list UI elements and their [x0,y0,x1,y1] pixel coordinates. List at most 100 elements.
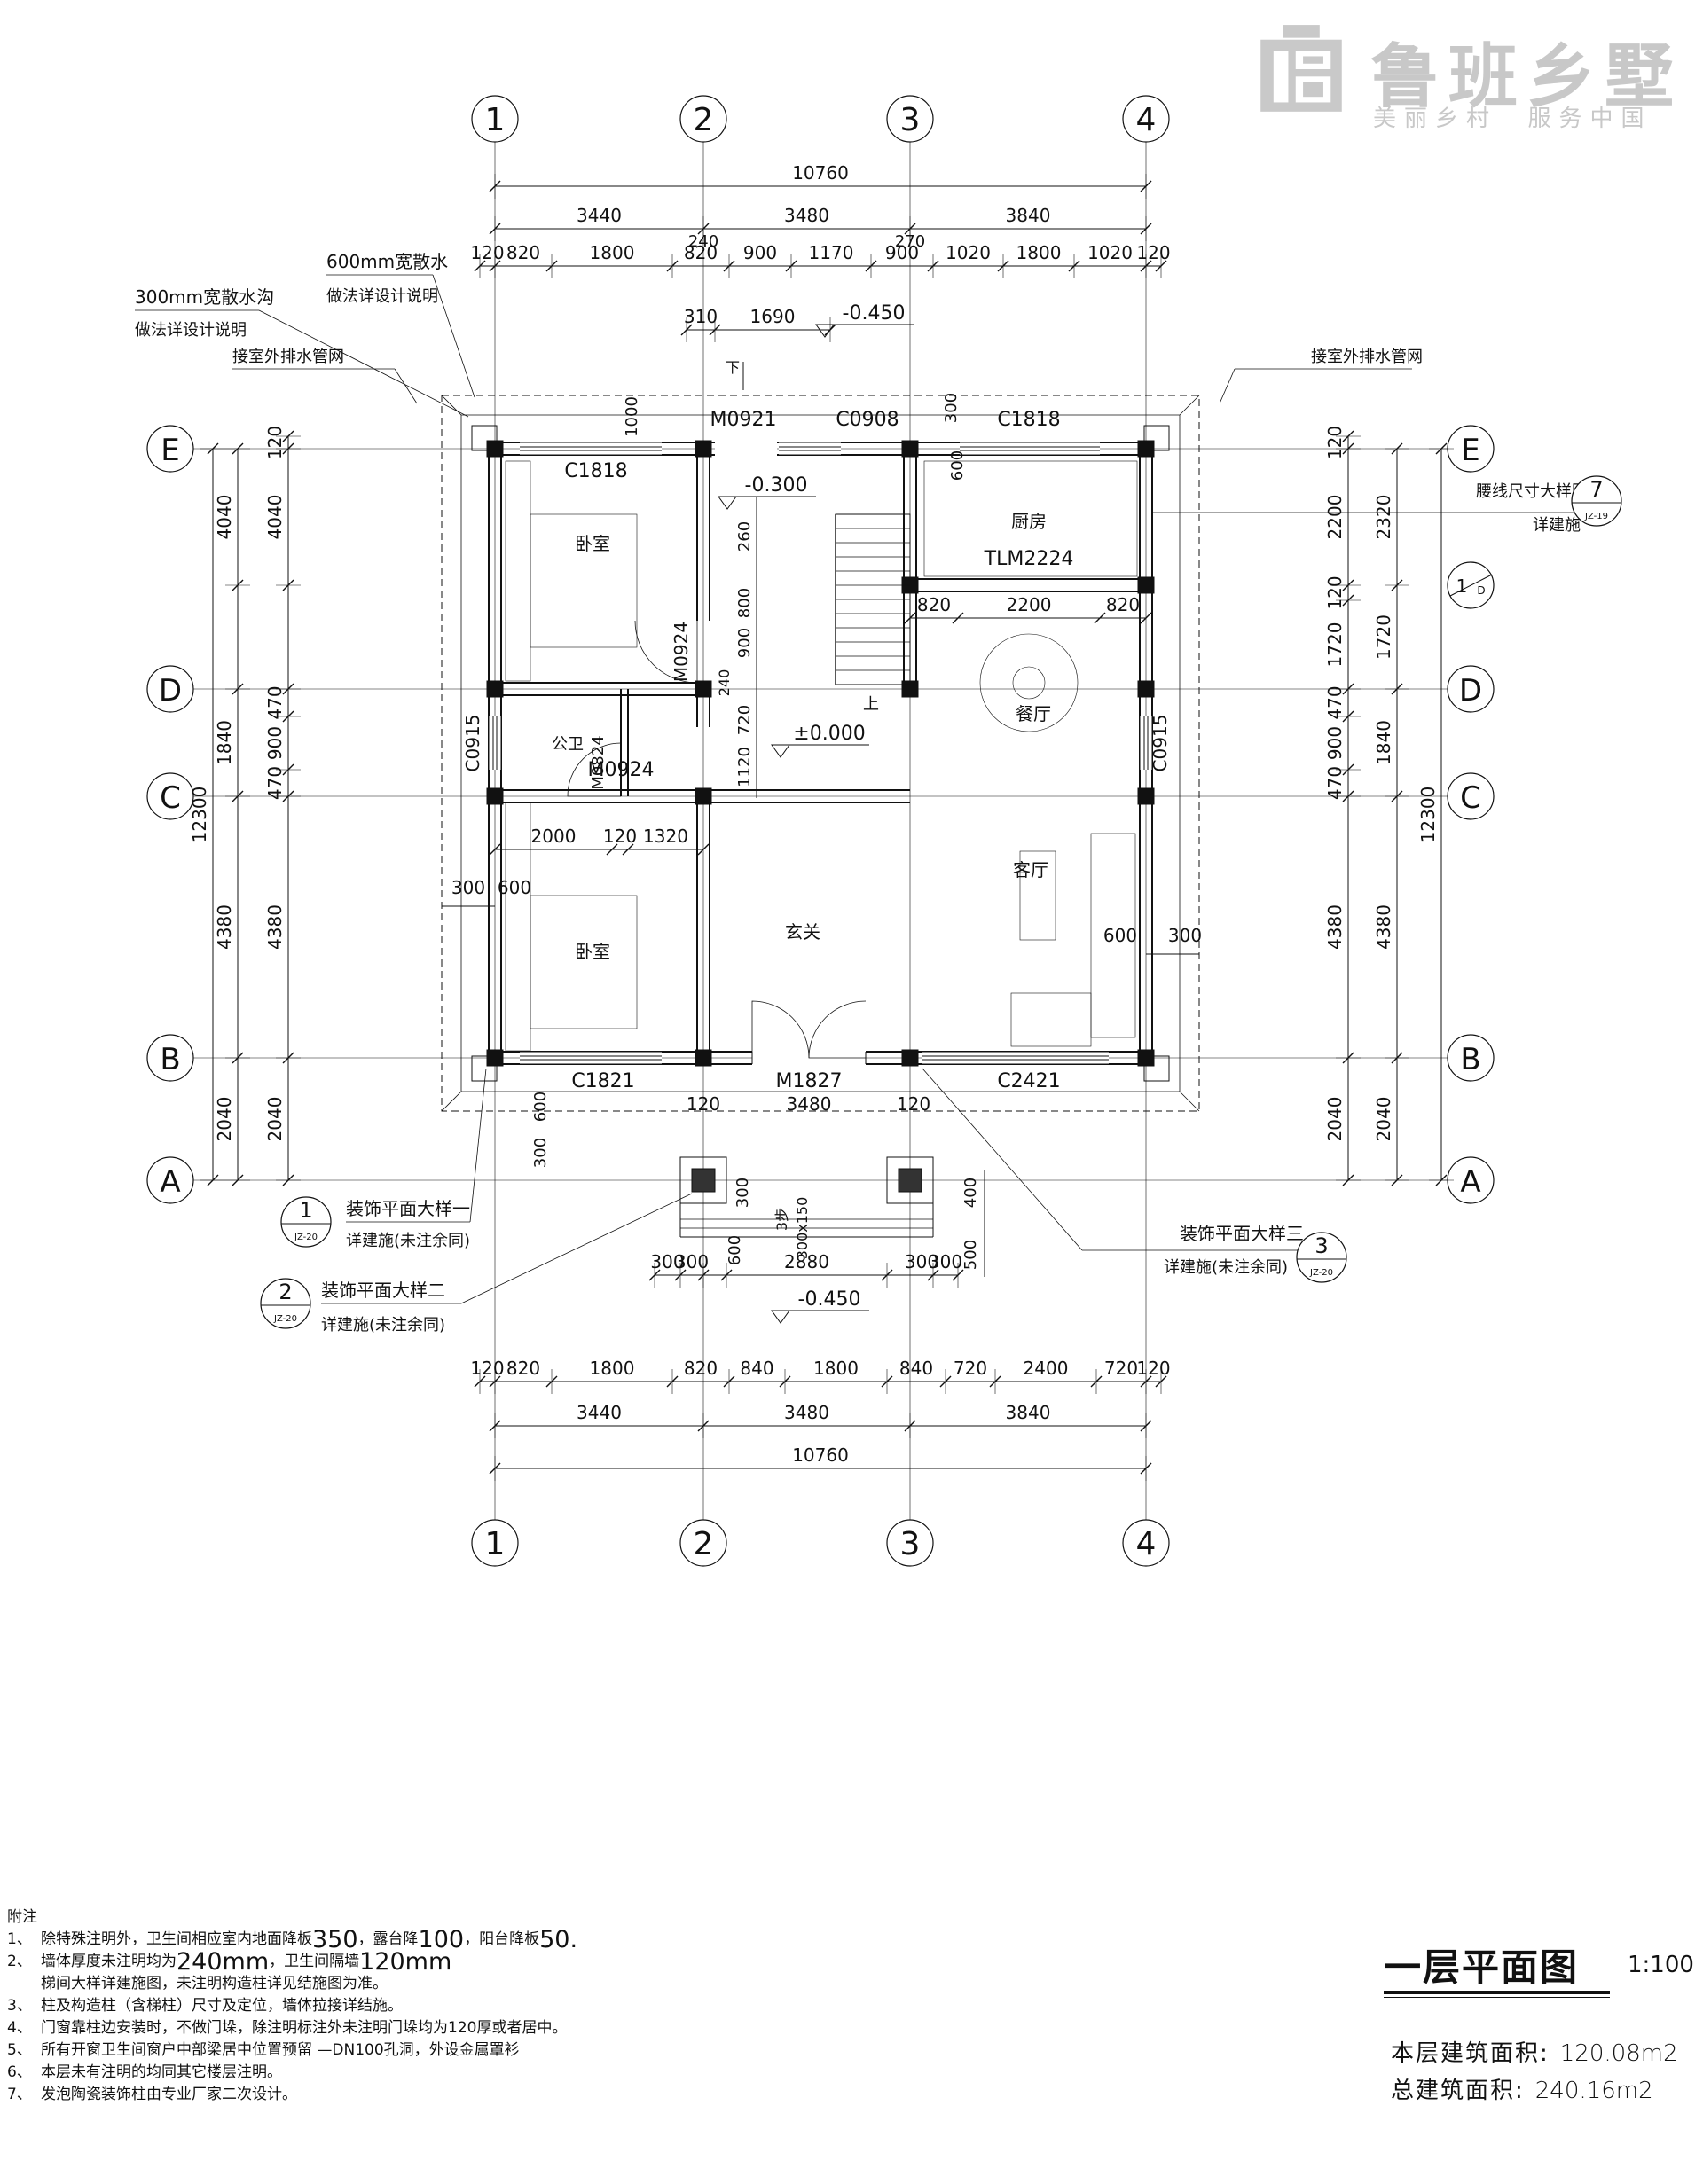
dim-porch-v: 500 [961,1240,980,1270]
axis-label: 1 [485,1526,506,1562]
note-6: 6、本层未有注明的均同其它楼层注明。 [7,2063,282,2081]
dim-left-total-text: 12300 [189,787,210,843]
level-bottom-symbol [771,1310,790,1324]
dim-detail-top-text: 1170 [809,242,854,263]
note-detail2: 装饰平面大样二 [321,1280,445,1301]
window-c1818b [960,442,1100,455]
tv-cabinet [1010,992,1092,1047]
decor-column [1143,1055,1170,1082]
company-logo: 鲁班乡墅 美丽乡村 服务中国 [1251,16,1694,132]
dim-left-outer-text: 4040 [214,495,235,540]
apron-outline [441,395,1200,1112]
dim-right-600: 600 [1103,925,1137,946]
leader [469,1068,487,1223]
structural-column [486,1049,504,1067]
axis-bubble [1447,665,1495,713]
dim-detail-top-text: 900 [743,242,777,263]
dim-stair-text: 1690 [750,306,796,327]
label-c0915b: C0915 [1150,715,1171,772]
dim-right-inner-text: 900 [1324,726,1346,760]
dim-120: 120 [687,1093,720,1115]
note-ditch: 300mm宽散水沟 [135,286,274,308]
logo-name: 鲁班乡墅 [1370,37,1683,117]
structural-column [1137,1049,1155,1067]
dim-detail-bottom-text: 840 [899,1358,933,1379]
callout-2-num: 2 [279,1280,292,1304]
axis-bubble [1122,95,1170,143]
axis-bubble [471,1519,519,1567]
dim-kitchen-sub-text: 2200 [1007,594,1052,615]
drawing-title: 一层平面图 [1384,1945,1580,1989]
axis-label: 4 [1136,1526,1157,1562]
dim-detail-bottom-text: 1800 [590,1358,635,1379]
axis-label: 3 [900,102,921,138]
dim-120: 120 [897,1093,930,1115]
label-c1818b: C1818 [997,409,1060,431]
dim-porch-text: 300 [929,1251,962,1272]
dim-porch-v: 400 [961,1178,980,1208]
axis-label: 1 [485,102,506,138]
porch-column [691,1168,716,1193]
axis-label: B [160,1042,180,1077]
dim-right-outer-text: 2040 [1373,1097,1394,1142]
label-c0908: C0908 [836,409,899,431]
dim-bottom-300: 300 [531,1138,550,1168]
dim-tick [904,612,916,624]
dim-detail-top-text: 120 [1136,242,1170,263]
dim-bays-bottom-text: 3440 [577,1402,622,1423]
dim-left-outer-text: 4380 [214,904,235,950]
axis-label: 3 [900,1526,921,1562]
window-c2421 [922,1052,1109,1064]
dim-right-inner-text: 470 [1324,685,1346,719]
decor-column [471,1055,498,1082]
note-detail3: 装饰平面大样三 [1180,1223,1304,1244]
axis-bubble [146,1156,194,1204]
dim-detail-top-text: 1800 [1016,242,1062,263]
dining-table [979,633,1079,732]
note-waist: 腰线尺寸大样图 [1476,482,1588,501]
level-bottom-text: -0.450 [798,1288,861,1311]
level-stair-symbol [718,496,737,510]
structural-column [901,1049,919,1067]
dim-porch-v: 300 [734,1178,752,1208]
logo-slogan: 美丽乡村 服务中国 [1373,106,1652,132]
dim-tick [606,843,618,856]
dim-detail-bottom-text: 2400 [1024,1358,1069,1379]
dim-left-inner-text: 120 [264,426,286,459]
notes-title: 附注 [7,1908,37,1926]
dim-bottom-600: 600 [531,1092,550,1122]
note-drain-left: 接室外排水管网 [232,348,344,366]
note-detail2-ref: 详建施(未注余同) [321,1316,445,1335]
door-swing-m0824 [567,742,622,797]
dim-240: 240 [688,232,718,251]
window-c0915a [489,716,501,770]
dim-bays-top-text: 3840 [1006,205,1051,226]
dim-kitchen-sub-text: 820 [917,594,951,615]
kitchen-counter [923,460,1138,577]
dim-porch-600: 600 [726,1235,744,1265]
level-top-text: -0.450 [843,302,906,325]
apron-corner [1179,395,1200,416]
callout-7 [1571,475,1622,527]
dim-left-outer-text: 2040 [214,1097,235,1142]
label-m0924a: M0924 [671,622,692,682]
note-apron: 600mm宽散水 [326,251,448,272]
room-kitchen: 厨房 [1011,511,1047,532]
callout-7-sheet: JZ-19 [1584,512,1608,521]
note-ditch-ref: 做法详设计说明 [135,321,247,340]
dim-1000: 1000 [623,396,641,437]
axis-bubble [886,1519,934,1567]
dim-left-600: 600 [498,877,531,898]
axis-label: 4 [1136,102,1157,138]
structural-column [1137,440,1155,458]
porch-column-outline [679,1156,727,1204]
dim-right-inner-text: 470 [1324,766,1346,800]
dim-detail-bottom-text: 820 [684,1358,718,1379]
axis-bubble [146,772,194,820]
label-c2421: C2421 [997,1070,1060,1092]
dim-1120: 1120 [735,747,754,787]
axis-label: D [159,673,182,708]
dim-right-outer-text: 1840 [1373,720,1394,765]
axis-label: 2 [694,1526,714,1562]
